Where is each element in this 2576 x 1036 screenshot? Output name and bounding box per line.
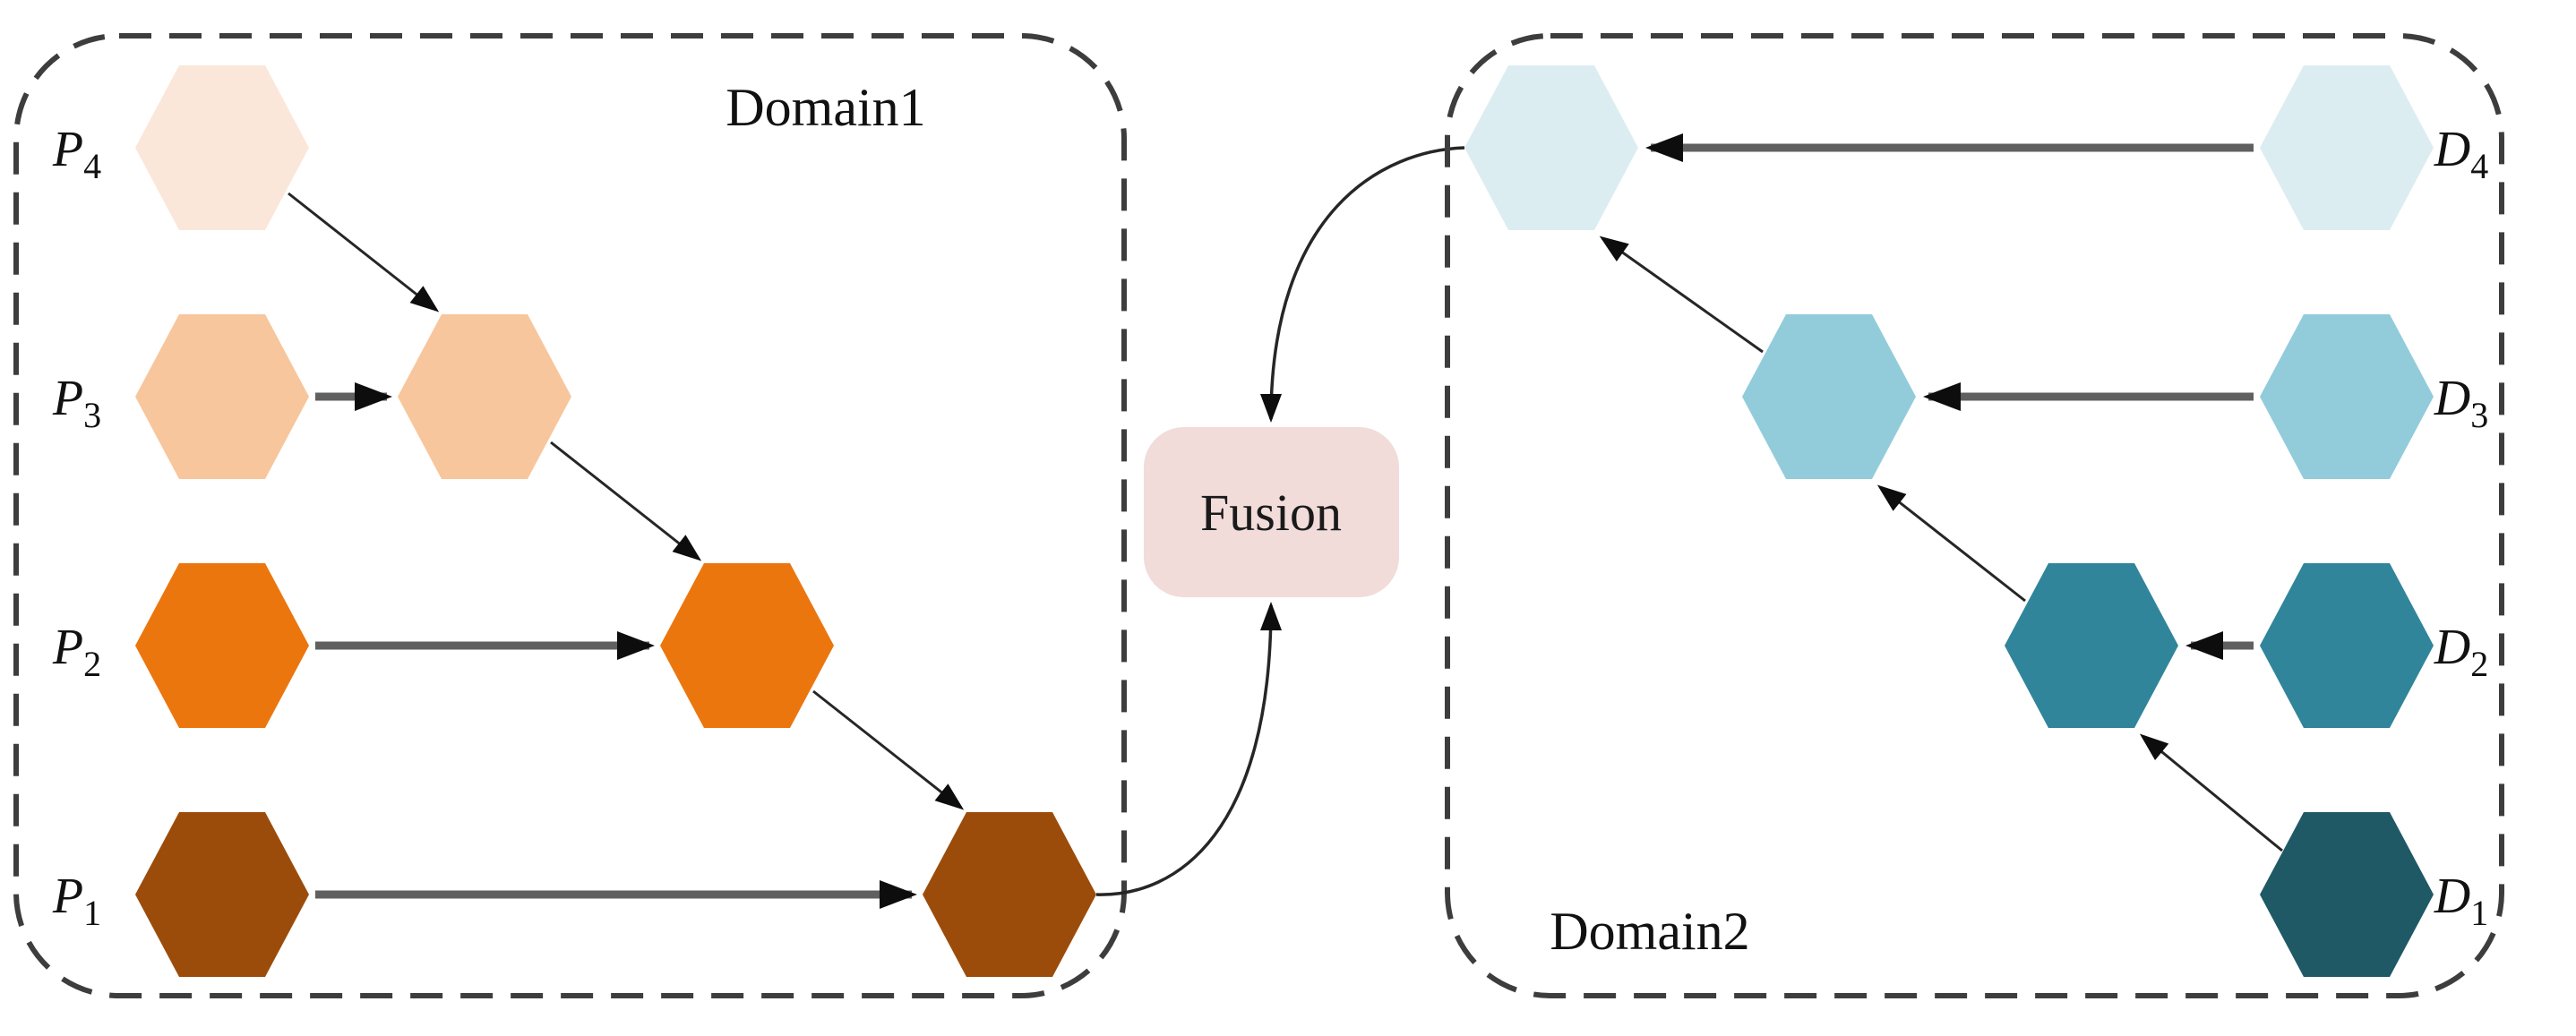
- hexagon-p1-merged: [923, 812, 1096, 977]
- arrow-p2merged-to-p1merged: [812, 689, 965, 810]
- hexagon-p4: [135, 65, 309, 230]
- label-p4: P4: [52, 122, 101, 186]
- label-d4: D4: [2434, 122, 2488, 186]
- hexagon-d3-merged: [1742, 314, 1916, 479]
- hexagon-p1-source: [135, 812, 309, 977]
- domain1-title: Domain1: [726, 78, 925, 137]
- domain1-box: [13, 33, 1127, 998]
- arrow-d2merged-to-d3merged: [1876, 484, 2026, 603]
- fusion-box: [1144, 427, 1399, 597]
- domain2-box: [1445, 33, 2504, 998]
- label-d2: D2: [2434, 620, 2488, 684]
- arrow-p1merged-to-fusion: [1095, 602, 1282, 896]
- fusion-label: Fusion: [1200, 484, 1342, 542]
- hexagon-d2-merged: [2005, 563, 2178, 728]
- label-p2: P2: [52, 620, 101, 684]
- hexagon-d1: [2260, 812, 2434, 977]
- hexagon-p3-merged: [398, 314, 571, 479]
- hexagon-d3-source: [2260, 314, 2434, 479]
- label-d1: D1: [2434, 869, 2488, 933]
- hexagon-p3-source: [135, 314, 309, 479]
- domain2-title: Domain2: [1550, 902, 1749, 961]
- label-d3: D3: [2434, 371, 2488, 435]
- label-p3: P3: [52, 371, 101, 435]
- hexagon-p2-merged: [660, 563, 834, 728]
- arrow-p3merged-to-p2merged: [550, 441, 702, 561]
- arrow-d3merged-to-d4merged: [1599, 235, 1764, 354]
- arrow-d4merged-to-fusion: [1260, 146, 1465, 423]
- arrow-p4-to-p3merged: [288, 192, 440, 313]
- hexagon-d2-source: [2260, 563, 2434, 728]
- hexagon-p2-source: [135, 563, 309, 728]
- hexagon-d4-source: [2260, 65, 2434, 230]
- arrow-d1-to-d2merged: [2139, 733, 2283, 852]
- label-p1: P1: [52, 869, 101, 933]
- hexagon-d4-merged: [1464, 65, 1638, 230]
